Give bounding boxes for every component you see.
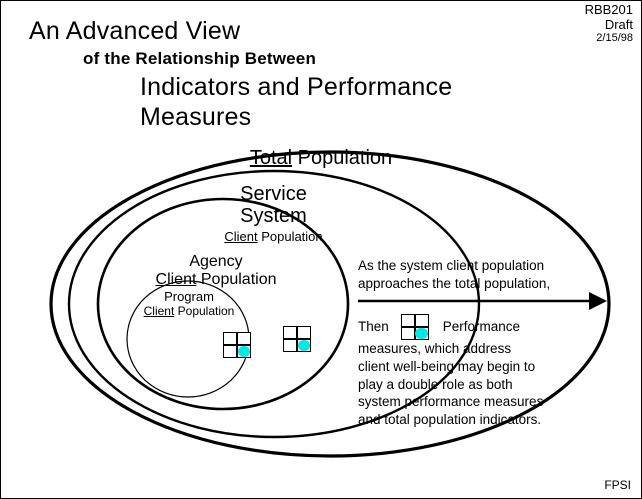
grid-cell-top-left [283,326,297,339]
label-total-population: Total Population [1,147,641,170]
grid-cell-top-right [237,332,251,345]
annotation-below-line-3: client well-being may begin to [358,358,536,374]
growth-arrow [358,292,607,310]
annotation-above-line-1: As the system client population [358,258,545,273]
label-service-system-sub: Client Population [186,229,361,244]
document-id-block: RBB201 Draft 2/15/98 [584,2,633,45]
annotation-above-line-2: approaches the total population, [358,275,551,291]
performance-measure-grid-icon [400,314,429,340]
grid-cell-bottom-left [400,327,415,340]
document-date: 2/15/98 [596,32,633,45]
page-title-line-1: An Advanced View [29,17,241,45]
label-agency-client-population: Agency Client Population [111,253,321,289]
annotation-then-row: Then Performance [358,314,543,340]
annotation-then-after-icon: Performance [442,319,521,335]
annotation-above-arrow: As the system client population approach… [358,257,550,293]
performance-measure-grid-icon [223,332,251,358]
grid-cell-top-left [223,332,237,345]
grid-cell-top-right [414,314,429,327]
page-title-line-3: Indicators and Performance [140,73,453,101]
performance-measure-grid-icon [283,326,311,352]
label-program-client-population: Program Client Population [119,289,259,319]
grid-accent-dot [237,345,250,357]
annotation-below-line-6: and total population indicators. [358,412,542,428]
label-program-sub: Client Population [119,303,259,319]
grid-cell-bottom-left [283,339,297,352]
grid-cell-bottom-left [223,345,237,358]
label-service-system: Service System [186,183,361,228]
label-agency-sub: Client Population [111,271,321,289]
page-title-line-4: Measures [140,103,252,131]
annotation-below-line-5: system performance measures [358,394,544,410]
label-agency-sub-underlined: Client [155,270,197,288]
ellipse-total-population [49,150,611,458]
grid-cell-top-left [400,314,415,327]
grid-cell-top-right [297,326,311,339]
annotation-below-arrow: Then Performance measures, which address… [358,314,543,429]
footer-label: FPSI [604,478,631,492]
document-status: Draft [604,16,633,32]
label-service-system-sub-rest: Population [257,229,323,244]
ellipse-service-system [67,169,481,439]
document-id: RBB201 [584,2,633,17]
annotation-below-line-2: measures, which address [358,341,512,356]
label-program-line-1: Program [164,289,214,304]
label-total-population-underlined: Total [249,147,293,169]
page-title-line-2: of the Relationship Between [83,49,317,68]
annotation-then-label: Then [358,319,389,335]
grid-accent-dot [415,327,428,339]
grid-accent-dot [297,339,310,351]
label-agency-sub-rest: Population [196,270,277,288]
ellipse-agency-client-population [96,197,350,411]
label-service-system-line-2: System [240,205,307,228]
label-agency-line-1: Agency [189,253,243,270]
label-program-sub-underlined: Client [143,303,175,318]
label-service-system-line-1: Service [240,183,307,205]
label-program-sub-rest: Population [174,303,235,318]
label-service-system-sub-underlined: Client [224,229,258,244]
annotation-below-line-4: play a double role as both [358,376,513,392]
label-total-population-rest: Population [292,147,393,169]
